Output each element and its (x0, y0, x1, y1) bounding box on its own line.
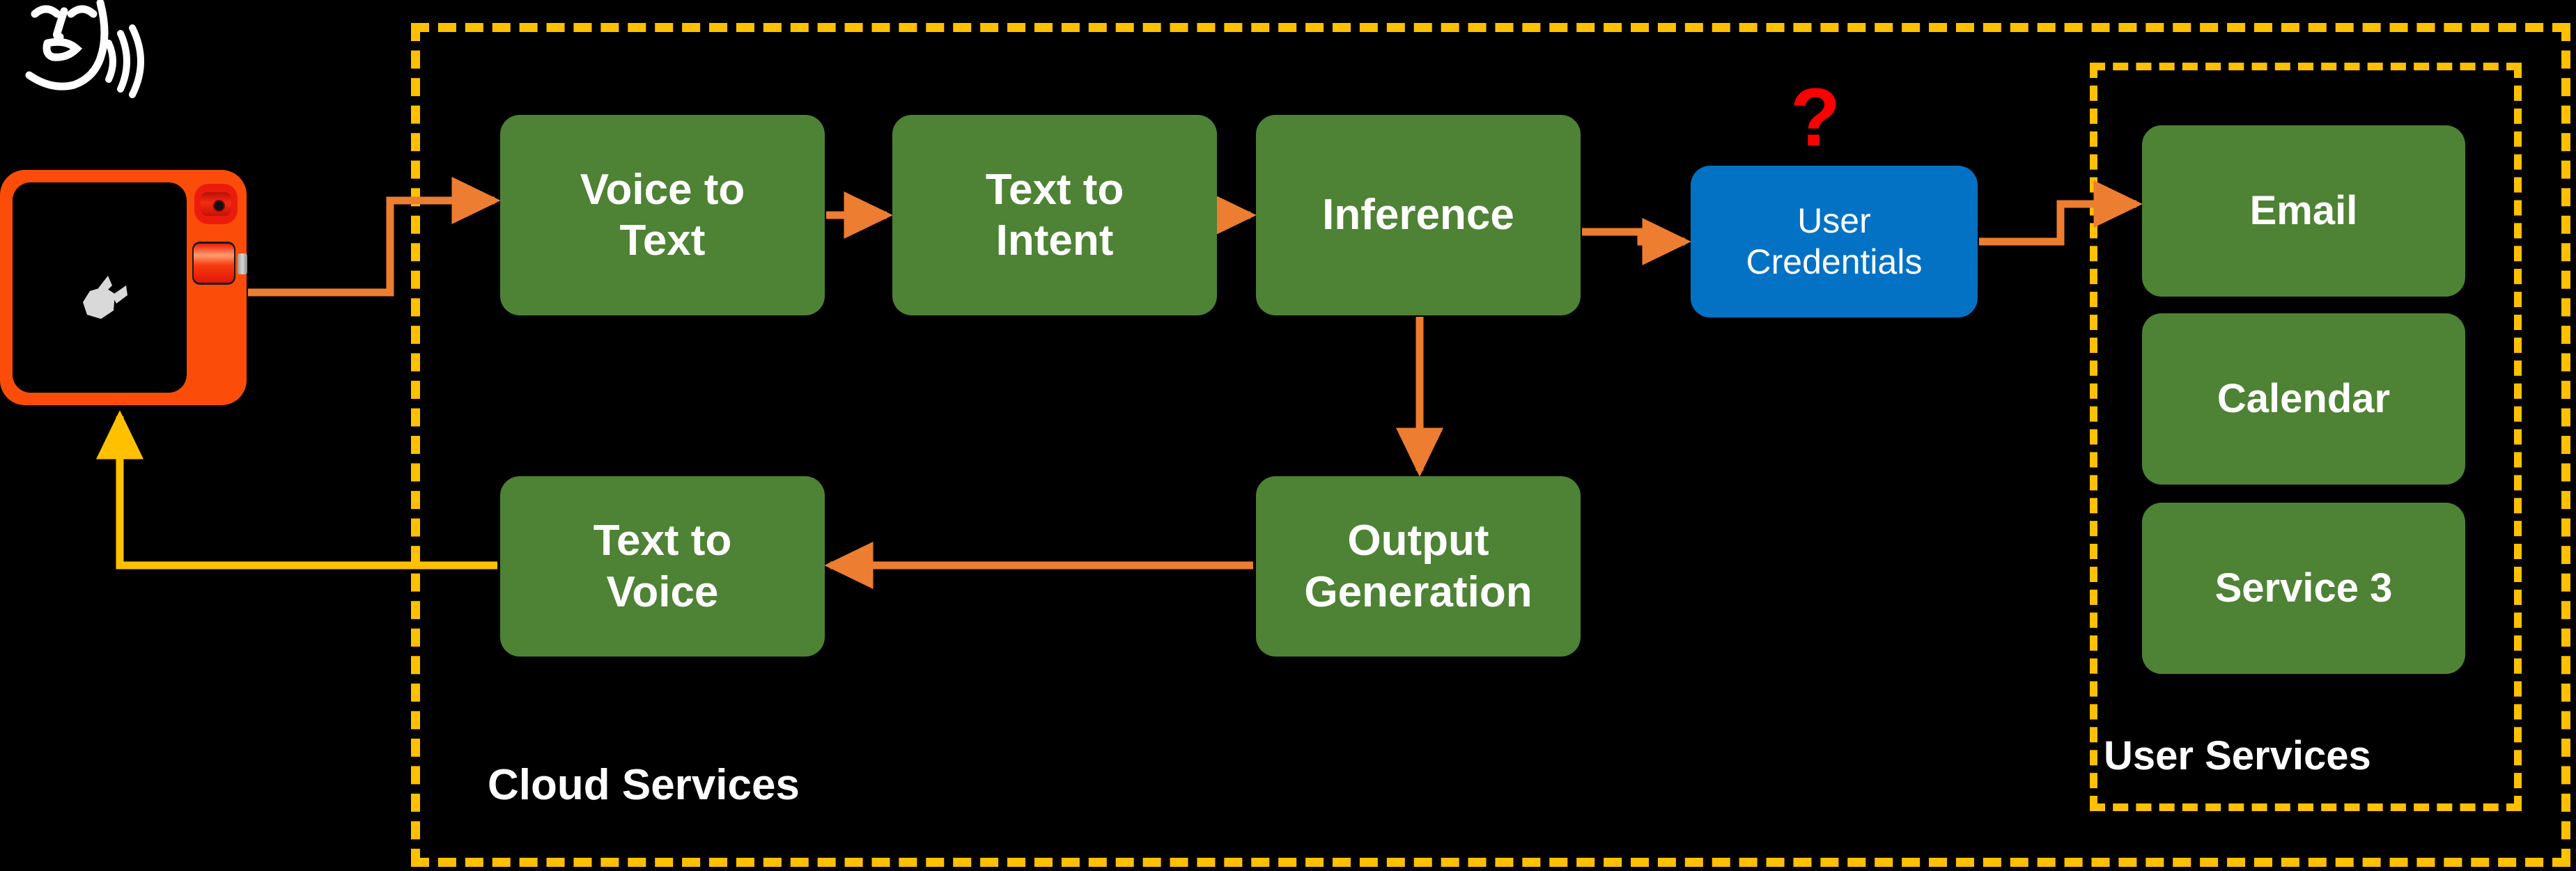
device-button[interactable] (192, 242, 235, 285)
node-inference[interactable]: Inference (1256, 115, 1581, 315)
user-services-group (2090, 63, 2522, 811)
node-label-line2: Text (619, 217, 706, 265)
camera-lens-icon (213, 200, 225, 212)
node-voice-to-text[interactable]: Voice to Text (500, 115, 825, 315)
node-label: Calendar (2217, 375, 2391, 421)
user-services-label: User Services (2104, 733, 2371, 778)
node-label-line1: Voice to (580, 165, 745, 214)
node-label: Text to Intent (986, 164, 1124, 266)
node-output-generation[interactable]: Output Generation (1256, 476, 1581, 657)
node-label: User Credentials (1746, 201, 1923, 283)
node-label: Voice to Text (580, 164, 745, 266)
device-camera (194, 184, 238, 224)
node-label: Output Generation (1304, 515, 1532, 617)
node-label: Inference (1322, 189, 1514, 240)
device-camera-inner (201, 192, 231, 216)
cloud-services-label: Cloud Services (488, 761, 800, 809)
node-label-line2: Voice (606, 567, 719, 616)
node-label-line1: Text to (985, 165, 1124, 214)
smart-speaker-device[interactable] (0, 170, 247, 405)
device-body (0, 170, 247, 405)
node-label-line2: Intent (995, 217, 1114, 265)
device-screen (13, 182, 187, 393)
node-email[interactable]: Email (2142, 125, 2465, 297)
node-label-line2: Credentials (1746, 242, 1923, 281)
node-label-line1: Text to (593, 517, 732, 565)
device-side-knob[interactable] (238, 253, 247, 274)
node-text-to-voice[interactable]: Text to Voice (500, 476, 825, 657)
node-label-line1: Inference (1322, 191, 1514, 240)
device-logo-icon (83, 276, 127, 319)
node-calendar[interactable]: Calendar (2142, 313, 2465, 485)
node-user-credentials[interactable]: User Credentials (1691, 166, 1978, 317)
node-label: Email (2249, 187, 2358, 233)
node-label: Text to Voice (593, 515, 732, 617)
device-button-highlight (194, 244, 234, 283)
node-label-line1: Output (1347, 517, 1489, 565)
node-label-line2: Generation (1304, 567, 1533, 616)
node-label-line1: User (1797, 201, 1871, 240)
node-label: Service 3 (2214, 565, 2393, 611)
node-service-3[interactable]: Service 3 (2142, 503, 2465, 674)
speaking-face-icon (25, 0, 144, 98)
node-text-to-intent[interactable]: Text to Intent (892, 115, 1217, 315)
question-mark-icon: ? (1790, 72, 1841, 164)
